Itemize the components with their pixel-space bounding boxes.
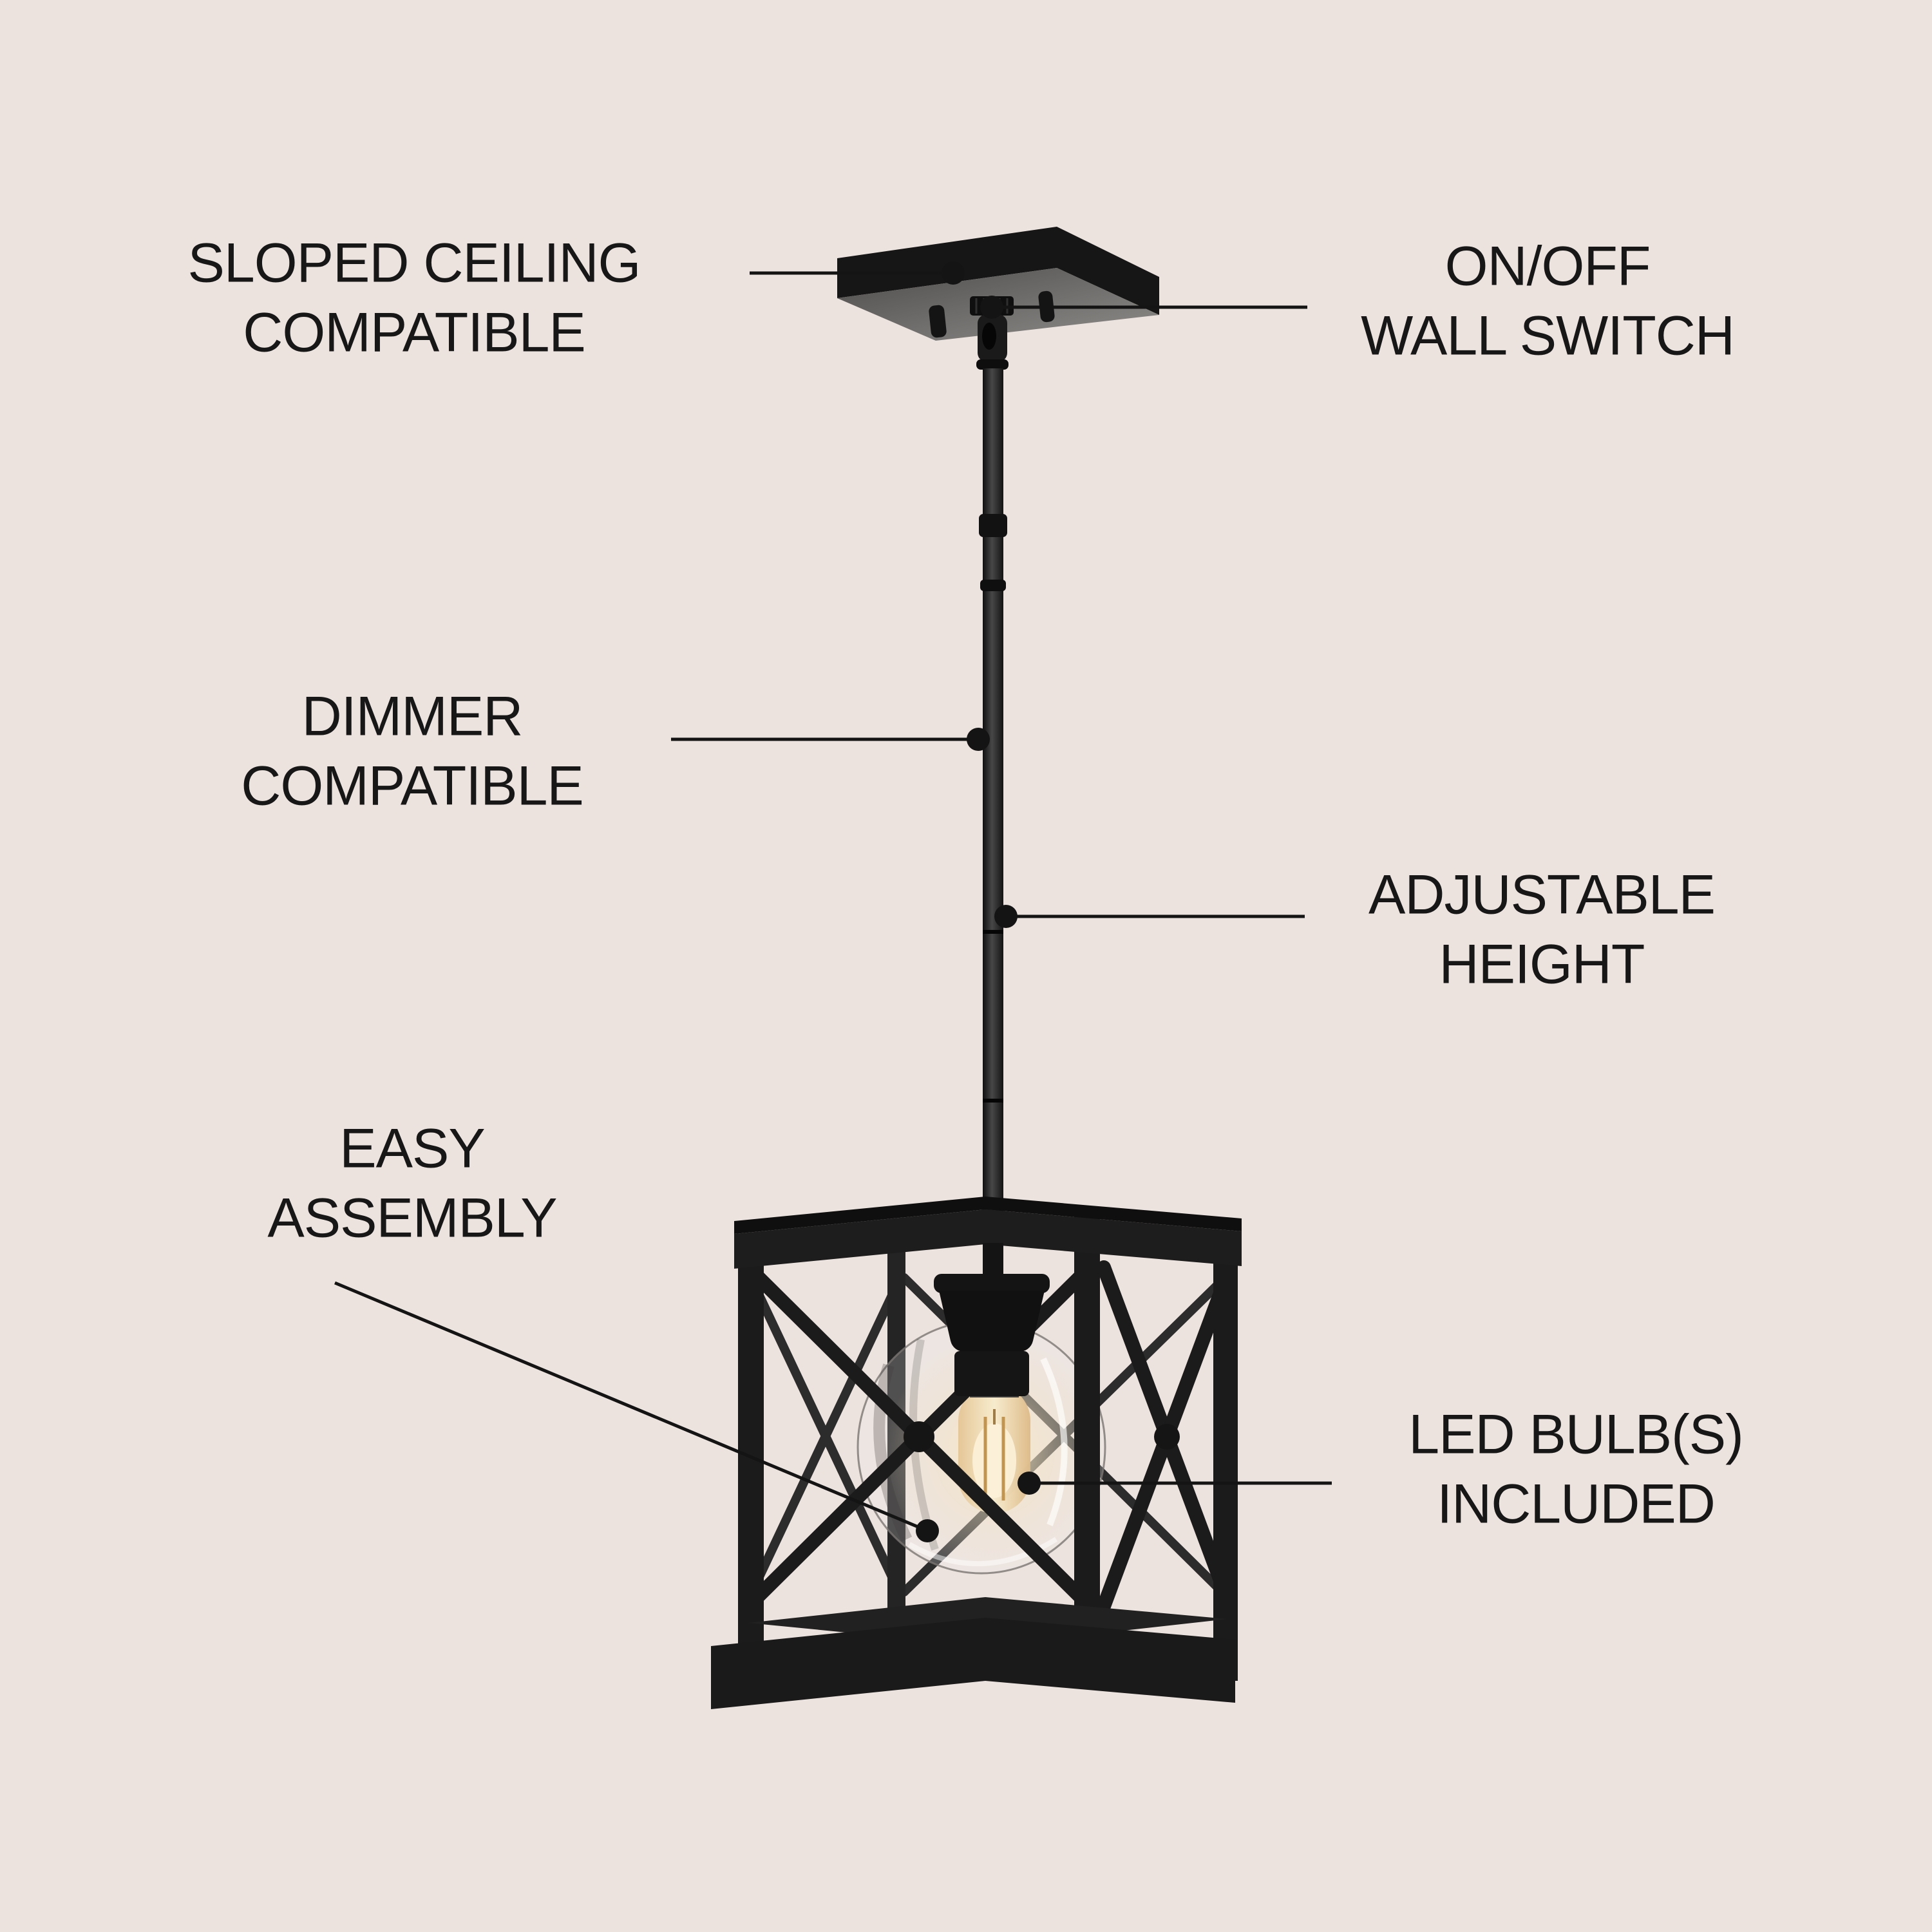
label-line: WALL SWITCH	[1361, 305, 1735, 367]
cage-top-band	[734, 1209, 1242, 1269]
callout-dot-led-bulb	[1018, 1472, 1041, 1495]
cage-bottom-band	[711, 1618, 1235, 1709]
callout-label-sloped-ceiling: SLOPED CEILING COMPATIBLE	[188, 229, 641, 368]
label-line: ADJUSTABLE	[1368, 864, 1716, 926]
label-line: ON/OFF	[1444, 235, 1651, 298]
label-line: SLOPED CEILING	[187, 232, 641, 294]
cage-right-post	[1213, 1233, 1238, 1681]
label-line: DIMMER	[301, 685, 524, 748]
cage-front-post	[1074, 1213, 1100, 1680]
callout-label-easy-assembly: EASY ASSEMBLY	[267, 1114, 557, 1254]
rod-coupling	[979, 514, 1007, 537]
callout-label-led-bulbs-included: LED BULB(S) INCLUDED	[1408, 1400, 1743, 1540]
hang-rod	[970, 296, 1014, 1275]
lamp-socket	[934, 1243, 1050, 1396]
label-line: COMPATIBLE	[241, 755, 584, 817]
label-line: ASSEMBLY	[267, 1188, 557, 1249]
cage-frame	[711, 1197, 1242, 1709]
label-line: HEIGHT	[1439, 934, 1645, 996]
callout-label-on-off-wall-switch: ON/OFF WALL SWITCH	[1361, 232, 1735, 372]
callout-label-adjustable-height: ADJUSTABLE HEIGHT	[1368, 860, 1716, 1000]
brace-knob	[904, 1421, 934, 1452]
callout-dot-sloped-ceiling	[942, 261, 965, 285]
brace-knob	[1154, 1424, 1180, 1450]
callout-label-dimmer-compatible: DIMMER COMPATIBLE	[241, 682, 584, 822]
callout-dot-easy-assembly	[916, 1519, 939, 1542]
label-line: COMPATIBLE	[243, 302, 586, 364]
callout-line-easy-assembly	[334, 1281, 928, 1533]
callout-dot-adjustable	[994, 905, 1018, 928]
label-line: LED BULB(S)	[1408, 1403, 1743, 1466]
callout-dot-dimmer	[967, 728, 990, 751]
label-line: INCLUDED	[1437, 1473, 1716, 1535]
callout-dot-on-off	[980, 296, 1003, 319]
label-line: EASY	[339, 1117, 485, 1180]
